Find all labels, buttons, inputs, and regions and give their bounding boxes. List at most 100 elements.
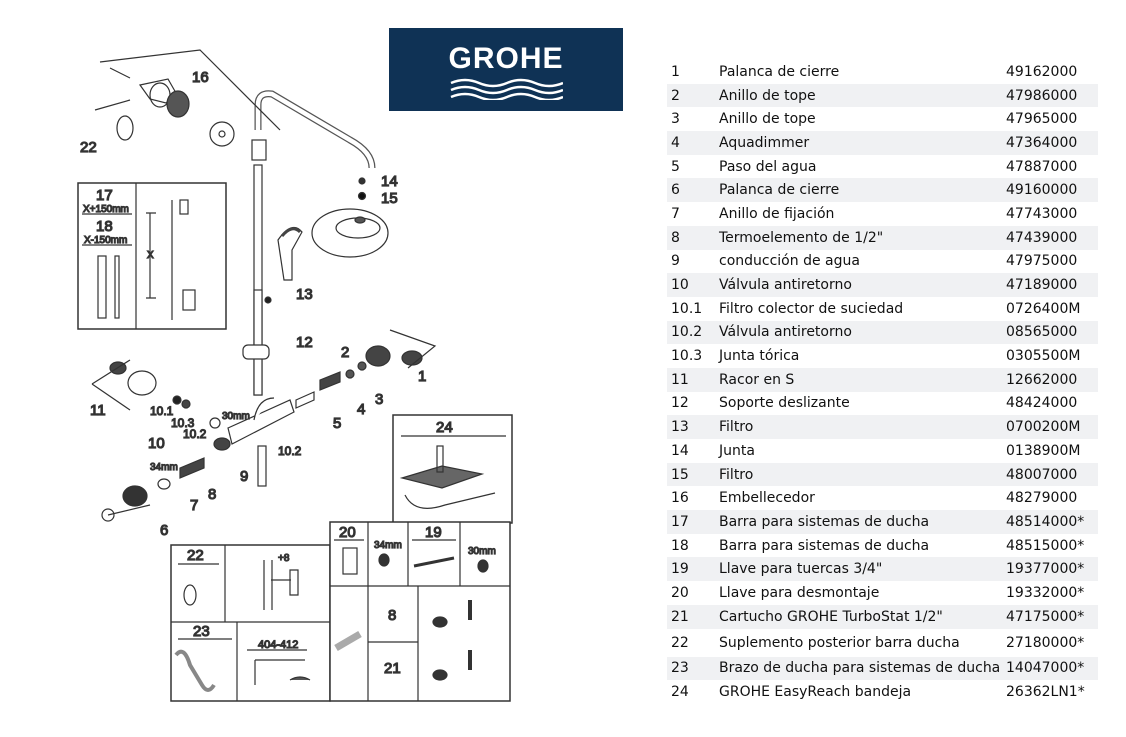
callout-14: 14 [381, 173, 398, 190]
part-description: Filtro [719, 415, 1006, 439]
part-description: Anillo de tope [719, 111, 816, 128]
acc-19-label: 19 [425, 524, 442, 541]
dim-30mm: 30mm [222, 411, 250, 422]
callout-13: 13 [296, 286, 313, 303]
part-code: 12662000 [1006, 367, 1098, 392]
shower-column-drawing [94, 49, 389, 396]
acc-8-label: 8 [388, 607, 396, 624]
acc-21-label: 21 [384, 660, 401, 677]
part-number: 10.2 [667, 320, 719, 345]
part-code: 27180000* [1006, 634, 1085, 651]
part-code: 0700200M [1006, 415, 1098, 439]
part-code: 48279000 [1006, 490, 1078, 507]
part-description: Brazo de ducha para sistemas de ducha [719, 656, 1006, 681]
part-number: 19 [667, 557, 719, 582]
callout-10-2b: 10.2 [278, 444, 302, 458]
callout-7: 7 [190, 497, 198, 514]
callout-2: 2 [341, 344, 349, 361]
part-number: 12 [671, 395, 689, 412]
part-code: 47887000 [1006, 158, 1078, 175]
part-number: 20 [671, 584, 689, 601]
grohe-logo: GROHE [389, 28, 623, 111]
dim-x: X [147, 250, 154, 261]
bar-17-dim: X+150mm [83, 204, 129, 215]
part-code: 49160000 [1006, 178, 1098, 203]
part-number: 18 [671, 537, 689, 554]
part-description: Palanca de cierre [719, 178, 1006, 203]
part-number: 22 [671, 634, 689, 651]
part-code: 0138900M [1006, 442, 1081, 459]
part-number: 4 [667, 131, 719, 155]
part-code: 47986000 [1006, 83, 1098, 108]
part-description: Barra para sistemas de ducha [719, 510, 1006, 534]
part-row: 3 Anillo de tope 47965000 [667, 107, 1098, 131]
part-code: 26362LN1* [1006, 684, 1085, 701]
part-code: 47439000 [1006, 225, 1098, 250]
part-code: 47189000 [1006, 273, 1098, 297]
part-number: 15 [667, 462, 719, 487]
callout-10-2: 10.2 [183, 427, 207, 441]
part-number: 11 [667, 367, 719, 392]
callout-10-3: 10.3 [171, 416, 195, 430]
part-description: Válvula antiretorno [719, 320, 1006, 345]
part-number: 7 [671, 205, 680, 222]
part-code: 49162000 [1006, 63, 1078, 80]
part-description: Llave para tuercas 3/4" [719, 557, 1006, 582]
part-number: 14 [671, 442, 689, 459]
part-code: 19377000* [1006, 557, 1098, 582]
part-description: Cartucho GROHE TurboStat 1/2" [719, 604, 1006, 629]
wave-icon [450, 78, 563, 100]
part-code: 47743000 [1006, 205, 1078, 222]
part-number: 1 [671, 63, 680, 80]
callout-9: 9 [240, 468, 248, 485]
callout-22: 22 [80, 139, 97, 156]
acc-22-label: 22 [187, 547, 204, 564]
part-number: 8 [667, 225, 719, 250]
part-number: 6 [667, 178, 719, 203]
callout-15: 15 [381, 190, 398, 207]
part-number: 23 [667, 656, 719, 681]
callout-8: 8 [208, 486, 216, 503]
callout-3: 3 [375, 391, 383, 408]
part-number: 3 [671, 111, 680, 128]
part-code: 48007000 [1006, 462, 1098, 487]
part-description: Embellecedor [719, 490, 815, 507]
callout-11: 11 [90, 402, 106, 419]
part-number: 17 [667, 510, 719, 534]
part-code: 48424000 [1006, 395, 1078, 412]
part-description: Filtro [719, 462, 1006, 487]
part-number: 13 [667, 415, 719, 439]
dim-arm: 404-412 [258, 639, 298, 651]
part-description: Aquadimmer [719, 131, 1006, 155]
part-number: 5 [671, 158, 680, 175]
part-description: conducción de agua [719, 253, 860, 270]
part-description: Anillo de fijación [719, 205, 835, 222]
accessories-grid: 22 +8 23 404-412 20 34mm 19 30mm 8 21 [170, 521, 511, 702]
part-number: 21 [667, 604, 719, 629]
thermostat-drawing [91, 329, 437, 522]
part-code: 48515000* [1006, 537, 1085, 554]
part-description: Palanca de cierre [719, 63, 840, 80]
part-code: 14047000* [1006, 656, 1098, 681]
part-code: 47965000 [1006, 111, 1078, 128]
part-number: 10 [667, 273, 719, 297]
part-number: 9 [671, 253, 680, 270]
part-code: 47175000* [1006, 604, 1098, 629]
dim-34mm: 34mm [150, 462, 178, 473]
tray-inset: 24 [392, 414, 513, 524]
